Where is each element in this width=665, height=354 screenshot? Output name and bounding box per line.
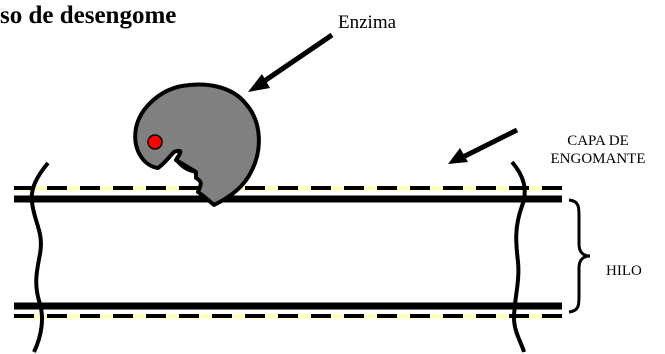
- top-thread-edge: [14, 186, 562, 199]
- bottom-thread-edge: [14, 306, 562, 319]
- left-break-line: [32, 163, 48, 352]
- coating-arrow: [448, 130, 517, 164]
- enzyme-active-site: [148, 135, 162, 149]
- enzyme-arrow: [248, 35, 332, 92]
- thread-brace: [569, 200, 590, 312]
